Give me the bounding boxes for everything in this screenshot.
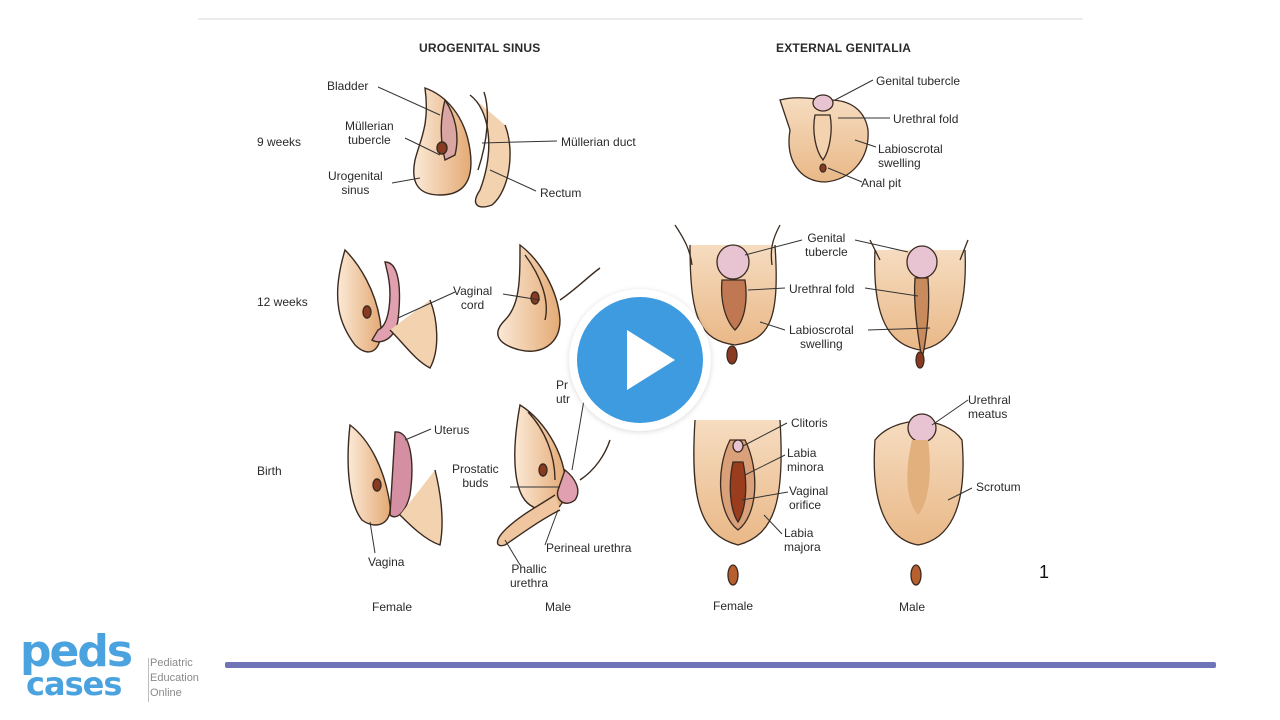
label-clitoris: Clitoris <box>791 416 828 430</box>
label-urethral-fold-12w: Urethral fold <box>789 282 855 296</box>
label-vaginal-cord: Vaginal cord <box>453 284 493 312</box>
label-anal-pit: Anal pit <box>861 176 902 190</box>
footer-sinus-female: Female <box>372 600 413 614</box>
label-rectum: Rectum <box>540 186 582 200</box>
label-urogenital-sinus: Urogenital sinus <box>328 169 383 197</box>
external-12-weeks-male-drawing <box>869 239 969 369</box>
top-divider <box>198 18 1083 20</box>
footer-ext-female: Female <box>713 599 754 613</box>
label-genital-tubercle-12w: Genital tubercle <box>805 231 848 259</box>
row-label-9-weeks: 9 weeks <box>257 135 302 149</box>
label-phallic-urethra: Phallic urethra <box>510 562 549 590</box>
label-prostatic-utricle: Pr utr <box>556 378 571 406</box>
external-9-weeks-drawing <box>779 94 869 183</box>
label-prostatic-buds: Prostatic buds <box>452 462 499 490</box>
play-icon[interactable] <box>627 330 675 390</box>
sinus-birth-female-drawing <box>347 423 443 546</box>
logo-cases-text: cases <box>26 665 122 703</box>
play-button-circle[interactable] <box>577 297 703 423</box>
footer-accent-bar <box>225 662 1216 668</box>
footer-ext-male: Male <box>899 600 926 614</box>
label-bladder: Bladder <box>327 79 369 93</box>
heading-external-genitalia: EXTERNAL GENITALIA <box>776 41 912 55</box>
label-scrotum: Scrotum <box>976 480 1021 494</box>
label-perineal-urethra: Perineal urethra <box>546 541 632 555</box>
label-labioscrotal-swelling-12w: Labioscrotal swelling <box>789 323 854 351</box>
row-label-birth: Birth <box>257 464 282 478</box>
logo-tagline: Pediatric Education Online <box>150 657 199 699</box>
label-labia-minora: Labia minora <box>787 446 824 474</box>
label-urethral-fold-9w: Urethral fold <box>893 112 959 126</box>
label-vaginal-orifice: Vaginal orifice <box>789 484 829 512</box>
sinus-12-weeks-female-drawing <box>336 248 438 369</box>
external-12-weeks-female-drawing <box>674 224 781 365</box>
external-birth-female-drawing <box>693 419 782 586</box>
logo-peds-text: peds <box>20 626 133 677</box>
pedscases-logo: peds cases Pediatric Education Online <box>20 630 220 710</box>
label-mullerian-duct: Müllerian duct <box>561 135 636 149</box>
row-label-12-weeks: 12 weeks <box>257 295 308 309</box>
logo-separator <box>148 658 149 702</box>
label-genital-tubercle-9w: Genital tubercle <box>876 74 961 88</box>
video-play-button[interactable] <box>569 289 711 431</box>
label-vagina: Vagina <box>368 555 405 569</box>
label-urethral-meatus: Urethral meatus <box>968 393 1011 421</box>
label-labioscrotal-swelling-9w: Labioscrotal swelling <box>878 142 943 170</box>
sinus-9-weeks-drawing <box>413 86 511 208</box>
footer-sinus-male: Male <box>545 600 572 614</box>
label-uterus: Uterus <box>434 423 470 437</box>
label-labia-majora: Labia majora <box>784 526 821 554</box>
page-number: 1 <box>1039 562 1050 582</box>
external-birth-male-drawing <box>873 413 964 586</box>
heading-urogenital-sinus: UROGENITAL SINUS <box>419 41 541 55</box>
sinus-birth-male-drawing <box>496 403 611 547</box>
leader-lines <box>369 79 973 566</box>
label-mullerian-tubercle: Müllerian tubercle <box>345 119 394 147</box>
